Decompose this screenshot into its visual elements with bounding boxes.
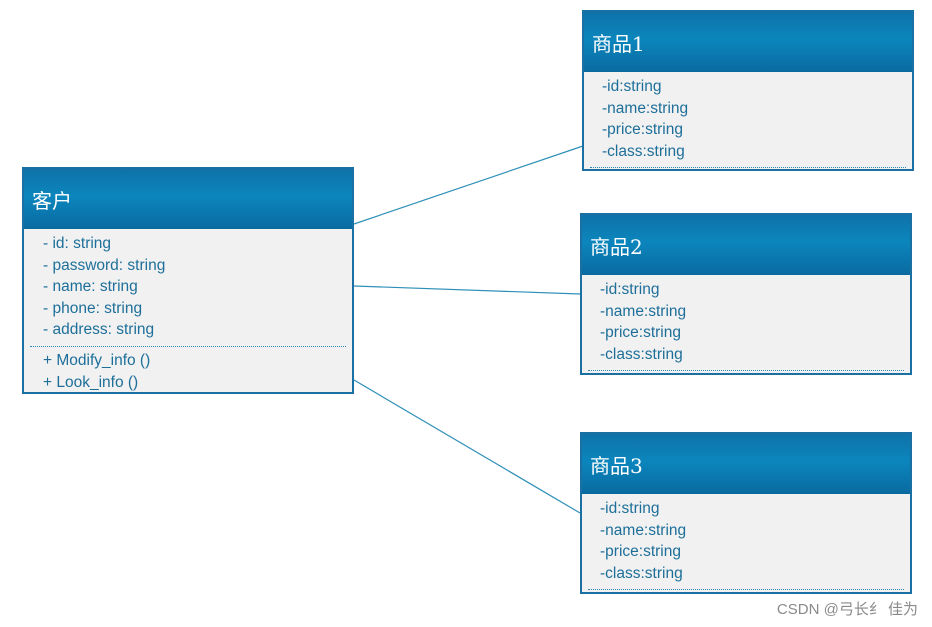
class-product-3-header: 商品3 — [582, 434, 910, 494]
attribute-row: -class:string — [600, 564, 683, 582]
class-product-2-header: 商品2 — [582, 215, 910, 275]
attribute-row: - id: string — [43, 235, 112, 252]
watermark-text: CSDN @弓长纟 佳为 — [776, 601, 918, 618]
attributes-methods-separator — [30, 345, 346, 347]
class-product-2-title: 商品2 — [590, 234, 643, 259]
class-customer-methods: + Modify_info () + Look_info () — [24, 349, 352, 395]
association-customer-product3 — [353, 379, 581, 514]
attribute-row: - phone: string — [43, 299, 143, 317]
attributes-methods-separator — [590, 167, 906, 169]
class-customer-attributes: - id: string - password: string - name: … — [24, 229, 352, 343]
class-product-2[interactable]: 商品2 -id:string -name:string -price:strin… — [580, 213, 912, 375]
class-product-3-attributes: -id:string -name:string -price:string -c… — [582, 494, 910, 586]
association-customer-product1 — [353, 145, 584, 225]
attribute-row: -name:string — [600, 302, 687, 320]
attributes-methods-separator — [588, 370, 904, 372]
attribute-row: -price:string — [600, 543, 681, 561]
method-row: + Modify_info () — [43, 351, 151, 369]
attribute-row: -class:string — [602, 142, 685, 160]
attribute-row: -class:string — [600, 345, 683, 363]
class-customer-title: 客户 — [32, 188, 72, 213]
class-product-1-title: 商品1 — [592, 31, 645, 56]
attribute-row: -price:string — [602, 121, 683, 139]
attribute-row: -name:string — [602, 99, 689, 117]
attribute-row: - password: string — [43, 256, 166, 274]
association-customer-product2 — [353, 285, 581, 295]
class-customer[interactable]: 客户 - id: string - password: string - nam… — [22, 167, 354, 394]
attribute-row: -id:string — [600, 500, 660, 517]
attributes-methods-separator — [588, 589, 904, 591]
attribute-row: - address: string — [43, 321, 155, 339]
attribute-row: -name:string — [600, 521, 687, 539]
class-product-2-attributes: -id:string -name:string -price:string -c… — [582, 275, 910, 367]
attribute-row: -id:string — [600, 281, 660, 298]
class-product-1-attributes: -id:string -name:string -price:string -c… — [584, 72, 912, 164]
method-row: + Look_info () — [43, 373, 139, 391]
attribute-row: - name: string — [43, 278, 138, 296]
class-customer-header: 客户 — [24, 169, 352, 229]
class-product-3-title: 商品3 — [590, 453, 643, 478]
attribute-row: -price:string — [600, 324, 681, 342]
attribute-row: -id:string — [602, 78, 662, 95]
class-product-1-header: 商品1 — [584, 12, 912, 72]
class-product-1[interactable]: 商品1 -id:string -name:string -price:strin… — [582, 10, 914, 171]
class-product-3[interactable]: 商品3 -id:string -name:string -price:strin… — [580, 432, 912, 594]
